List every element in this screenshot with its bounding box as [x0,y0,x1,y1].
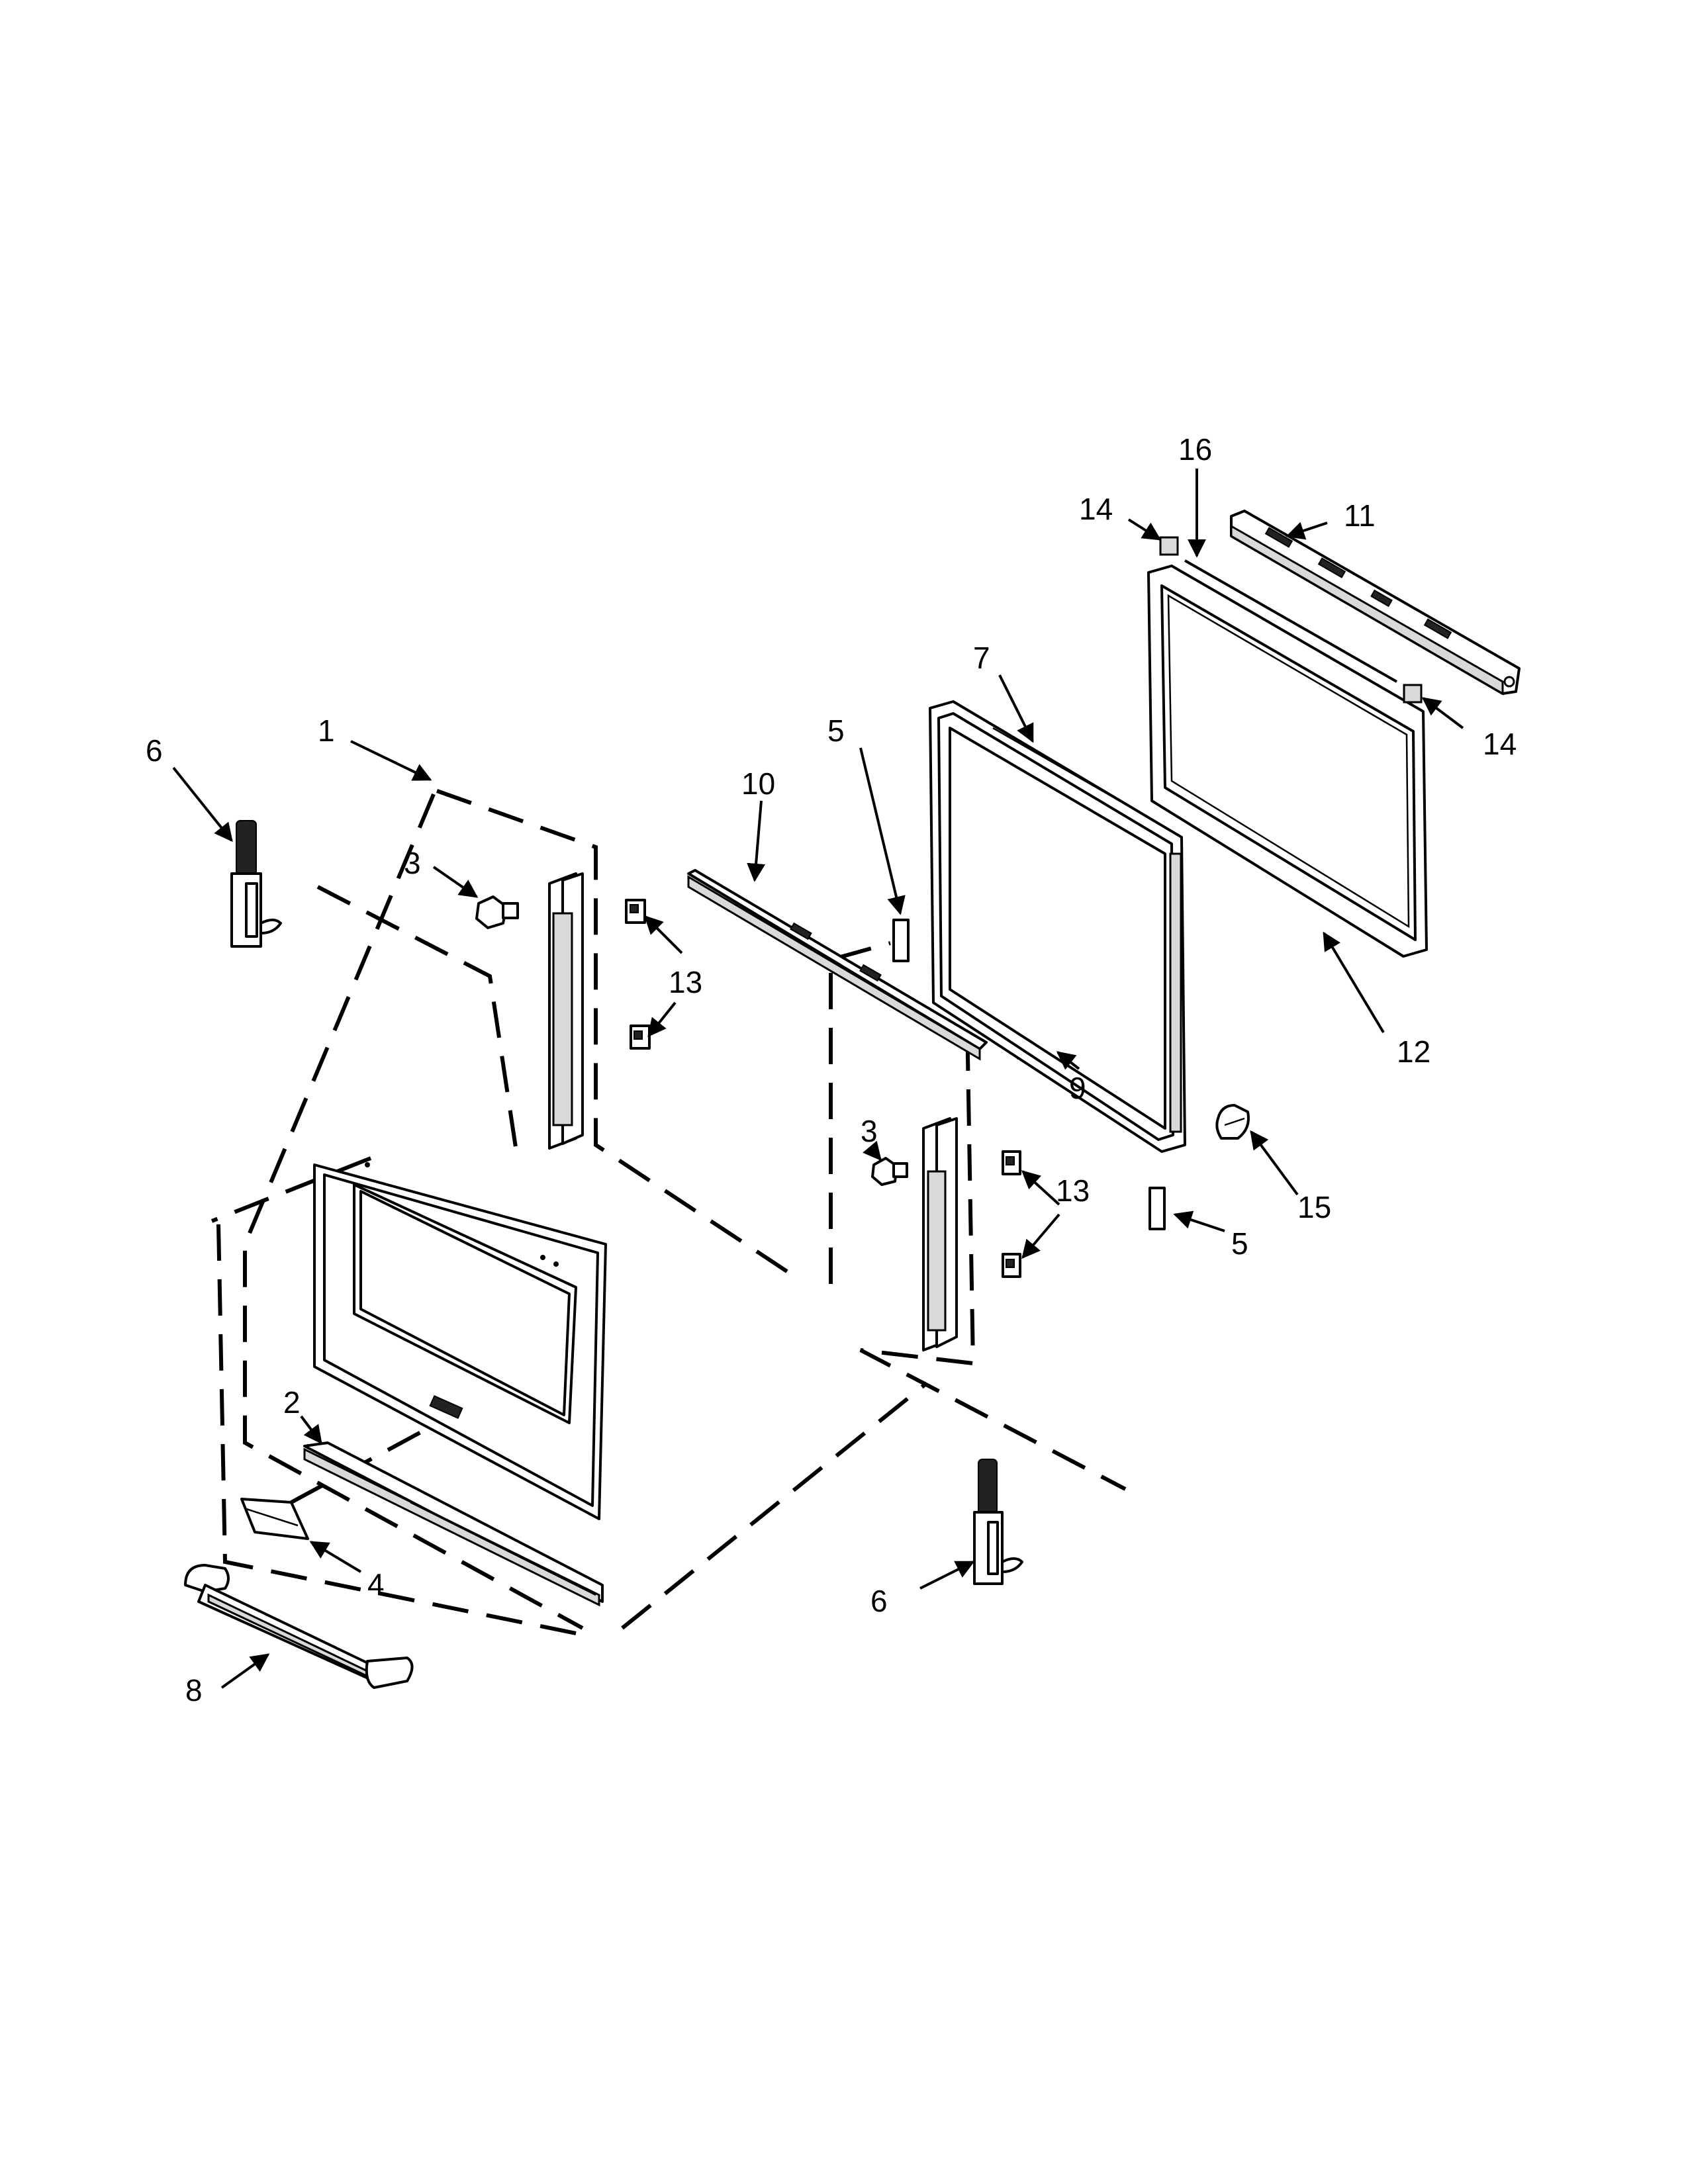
callout-13-upper: 13 [669,965,702,999]
pad-upper [892,919,910,962]
clip-lower-1 [1002,1150,1021,1175]
door-side-channel-right [922,1117,958,1351]
hinge-left [230,820,282,948]
nameplate-badge [240,1498,309,1540]
bottom-trim-strip [303,1441,604,1607]
door-glass-panel [1147,565,1428,958]
callout-9: 9 [1069,1071,1086,1105]
callout-8: 8 [185,1673,203,1707]
callout-labels: 1 6 3 13 2 4 8 10 5 3 9 13 6 7 5 15 12 1… [146,432,1517,1707]
callout-10: 10 [741,766,775,801]
callout-7: 7 [973,641,990,675]
clip-lower-2 [1002,1253,1021,1278]
pad-14-right [1403,684,1423,704]
hinge-right [973,1459,1023,1585]
callout-2: 2 [283,1385,301,1420]
seal-strip [1184,559,1397,683]
callout-6-right: 6 [870,1584,888,1618]
leader-lines [172,469,1464,1689]
callout-4: 4 [367,1567,385,1602]
screw-right [871,1157,908,1186]
callout-16: 16 [1178,432,1212,467]
pad-14-left [1159,536,1179,556]
door-handle [184,1564,414,1689]
callout-3-left: 3 [404,846,421,880]
callout-1: 1 [318,713,335,748]
callout-5-upper: 5 [827,713,845,748]
clip-upper-2 [630,1024,651,1050]
clip-upper-1 [625,899,646,924]
assembly-dashed-lines [211,789,1127,1637]
callout-5-lower: 5 [1231,1226,1248,1261]
callout-13-lower: 13 [1056,1173,1090,1208]
support-bar [687,869,988,1061]
callout-14-left: 14 [1079,492,1113,526]
callout-3-right: 3 [861,1114,878,1148]
callout-14-right: 14 [1483,727,1517,761]
pad-lower [1149,1187,1166,1230]
callout-11: 11 [1344,498,1376,533]
door-bumper [1215,1104,1250,1140]
door-side-channel-left [548,872,584,1150]
callout-6-left: 6 [146,733,163,768]
callout-12: 12 [1397,1034,1430,1069]
screw-left [475,895,519,929]
inner-door-frame [929,700,1186,1153]
callout-15: 15 [1297,1190,1331,1224]
vent-bracket [1230,510,1521,696]
outer-door-panel [313,1162,607,1520]
